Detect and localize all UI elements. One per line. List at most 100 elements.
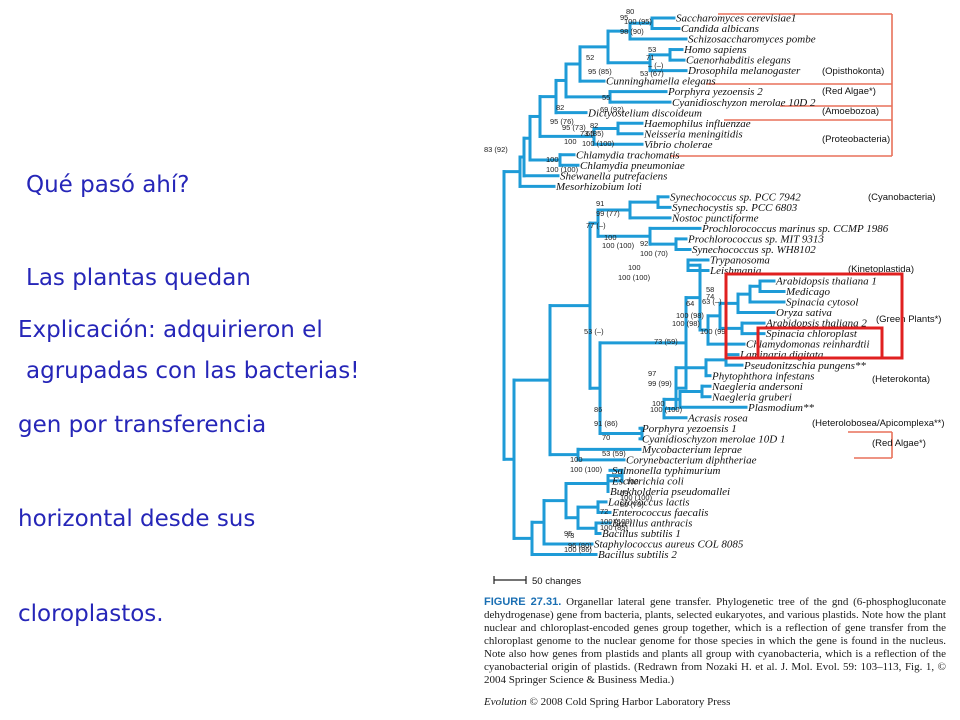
support-value: 52 [586, 53, 594, 62]
support-value: 53 (67) [640, 69, 664, 78]
scale-label: 50 changes [532, 576, 581, 587]
support-value: 95 (76) [550, 117, 574, 126]
taxon-label: Lactococcus lactis [607, 497, 690, 509]
taxon-label: Burkholderia pseudomallei [610, 486, 730, 498]
taxon-label: Chlamydomonas reinhardtii [746, 339, 870, 351]
support-value: 53 (–) [584, 327, 604, 336]
taxon-label: Synechococcus sp. WH8102 [692, 244, 816, 256]
support-value: 100 (85) [600, 523, 628, 532]
taxon-label: Cunninghamella elegans [606, 76, 716, 88]
taxon-label: Saccharomyces cerevisiae1 [676, 13, 796, 25]
group-label: (Cyanobacteria) [868, 192, 936, 203]
support-value: – (–) [648, 61, 664, 70]
taxon-label: Acrasis rosea [687, 412, 748, 424]
taxon-label: Staphylococcus aureus COL 8085 [594, 539, 744, 551]
group-label: (Proteobacteria) [822, 134, 890, 145]
taxon-label: Caenorhabditis elegans [686, 55, 791, 67]
taxon-label: Corynebacterium diphtheriae [626, 454, 757, 466]
explanation-text: Explicación: adquirieron el gen por tran… [18, 252, 323, 662]
support-value: 65 [586, 129, 594, 138]
taxon-label: Trypanosoma [710, 255, 770, 267]
support-value: 73 (59) [654, 337, 678, 346]
taxon-label: Bacillus anthracis [612, 518, 692, 530]
support-value: 100 (86) [564, 545, 592, 554]
support-value: 91 (86) [594, 419, 618, 428]
support-value: 80 (70) [620, 500, 644, 509]
taxon-label: Arabidopsis thaliana 1 [775, 276, 877, 288]
taxon-label: Prochlorococcus marinus sp. CCMP 1986 [701, 223, 889, 235]
support-value: 97 [648, 369, 656, 378]
support-value: 100 (100) [618, 273, 651, 282]
explanation-line: Explicación: adquirieron el [18, 317, 323, 343]
taxon-label: Naegleria andersoni [711, 381, 803, 393]
explanation-line: gen por transferencia [18, 411, 267, 438]
taxon-label: Plasmodium** [747, 402, 815, 414]
taxon-label: Synechococcus sp. PCC 7942 [670, 191, 801, 203]
figure-caption: FIGURE 27.31. Organellar lateral gene tr… [484, 596, 946, 687]
support-value: 100 (100) [620, 493, 653, 502]
support-value: 53 [648, 45, 656, 54]
taxon-label: Schizosaccharomyces pombe [688, 34, 816, 46]
support-value: 100 (100) [650, 405, 683, 414]
support-value: 100 [652, 399, 665, 408]
support-value: 82 [556, 103, 564, 112]
support-value: 64 [686, 299, 694, 308]
taxon-label: Bacillus subtilis 1 [602, 528, 681, 540]
support-value: 100 (100) [602, 241, 635, 250]
taxon-label: Cyanidioschyzon merolae 10D 1 [642, 433, 786, 445]
support-value: 100 [626, 477, 639, 486]
support-value: 70 [602, 433, 610, 442]
taxon-label: Enterococcus faecalis [611, 507, 708, 519]
support-value: 95 (73) [562, 123, 586, 132]
support-value: 71 [646, 53, 654, 62]
taxon-label: Homo sapiens [683, 44, 747, 56]
support-value: 82 [590, 121, 598, 130]
taxon-label: Synechocystis sp. PCC 6803 [672, 202, 798, 214]
credit-rest: © 2008 Cold Spring Harbor Laboratory Pre… [529, 696, 731, 708]
support-value: 100 (98) [676, 311, 704, 320]
figure-label: FIGURE 27.31. [484, 596, 562, 608]
group-label: (Kinetoplastida) [848, 264, 914, 275]
taxon-label: Porphyra yezoensis 2 [667, 86, 763, 98]
taxon-label: Drosophila melanogaster [687, 65, 801, 77]
taxon-label: Cyanidioschyzon merolae 10D 2 [672, 97, 816, 109]
support-value: 74 [706, 292, 714, 301]
support-value: 95 [620, 13, 628, 22]
support-value: 77 (–) [586, 221, 606, 230]
taxon-label: Shewanella putrefaciens [560, 170, 667, 182]
taxon-label: Medicago [785, 286, 830, 298]
support-value: 100 (100) [600, 517, 633, 526]
question-line: Qué pasó ahí? [26, 172, 190, 198]
support-value: 98 (90) [620, 27, 644, 36]
question-line: Las plantas quedan [26, 265, 251, 291]
support-value: 95 (85) [588, 67, 612, 76]
support-value: 100 (100) [582, 139, 615, 148]
support-value: 53 (59) [602, 449, 626, 458]
support-value: 63 (–) [702, 297, 722, 306]
taxon-label: Salmonella typhimurium [612, 465, 721, 477]
taxon-label: Vibrio cholerae [644, 139, 713, 151]
support-value: 95 [564, 529, 572, 538]
taxon-label: Porphyra yezoensis 1 [641, 423, 737, 435]
support-value: 72 [600, 507, 608, 516]
support-value: 100 [564, 137, 577, 146]
taxon-label: Nostoc punctiforme [671, 212, 759, 224]
taxon-label: Mesorhizobium loti [555, 181, 642, 193]
group-label: (Green Plants*) [876, 314, 941, 325]
group-label: (Amoebozoa) [822, 106, 879, 117]
support-value: 100 [628, 263, 641, 272]
taxon-label: Neisseria meningitidis [643, 128, 743, 140]
group-label: (Red Algae*) [872, 438, 926, 449]
support-value: 80 [626, 7, 634, 16]
taxon-label: Candida albicans [681, 23, 759, 35]
taxon-label: Dictyostelium discoideum [587, 107, 702, 119]
taxon-label: Mycobacterium leprae [641, 444, 742, 456]
group-label: (Heterolobosea/Apicomplexa**) [812, 418, 945, 429]
support-value: 58 [706, 285, 714, 294]
support-value: 100 (98) [672, 319, 700, 328]
explanation-line: horizontal desde sus [18, 506, 256, 532]
question-line: agrupadas con las bacterias! [26, 358, 360, 384]
taxon-label: Chlamydia pneumoniae [580, 160, 685, 172]
taxon-label: Spinacia chloroplast [766, 328, 858, 340]
taxon-label: Naegleria gruberi [711, 391, 792, 403]
